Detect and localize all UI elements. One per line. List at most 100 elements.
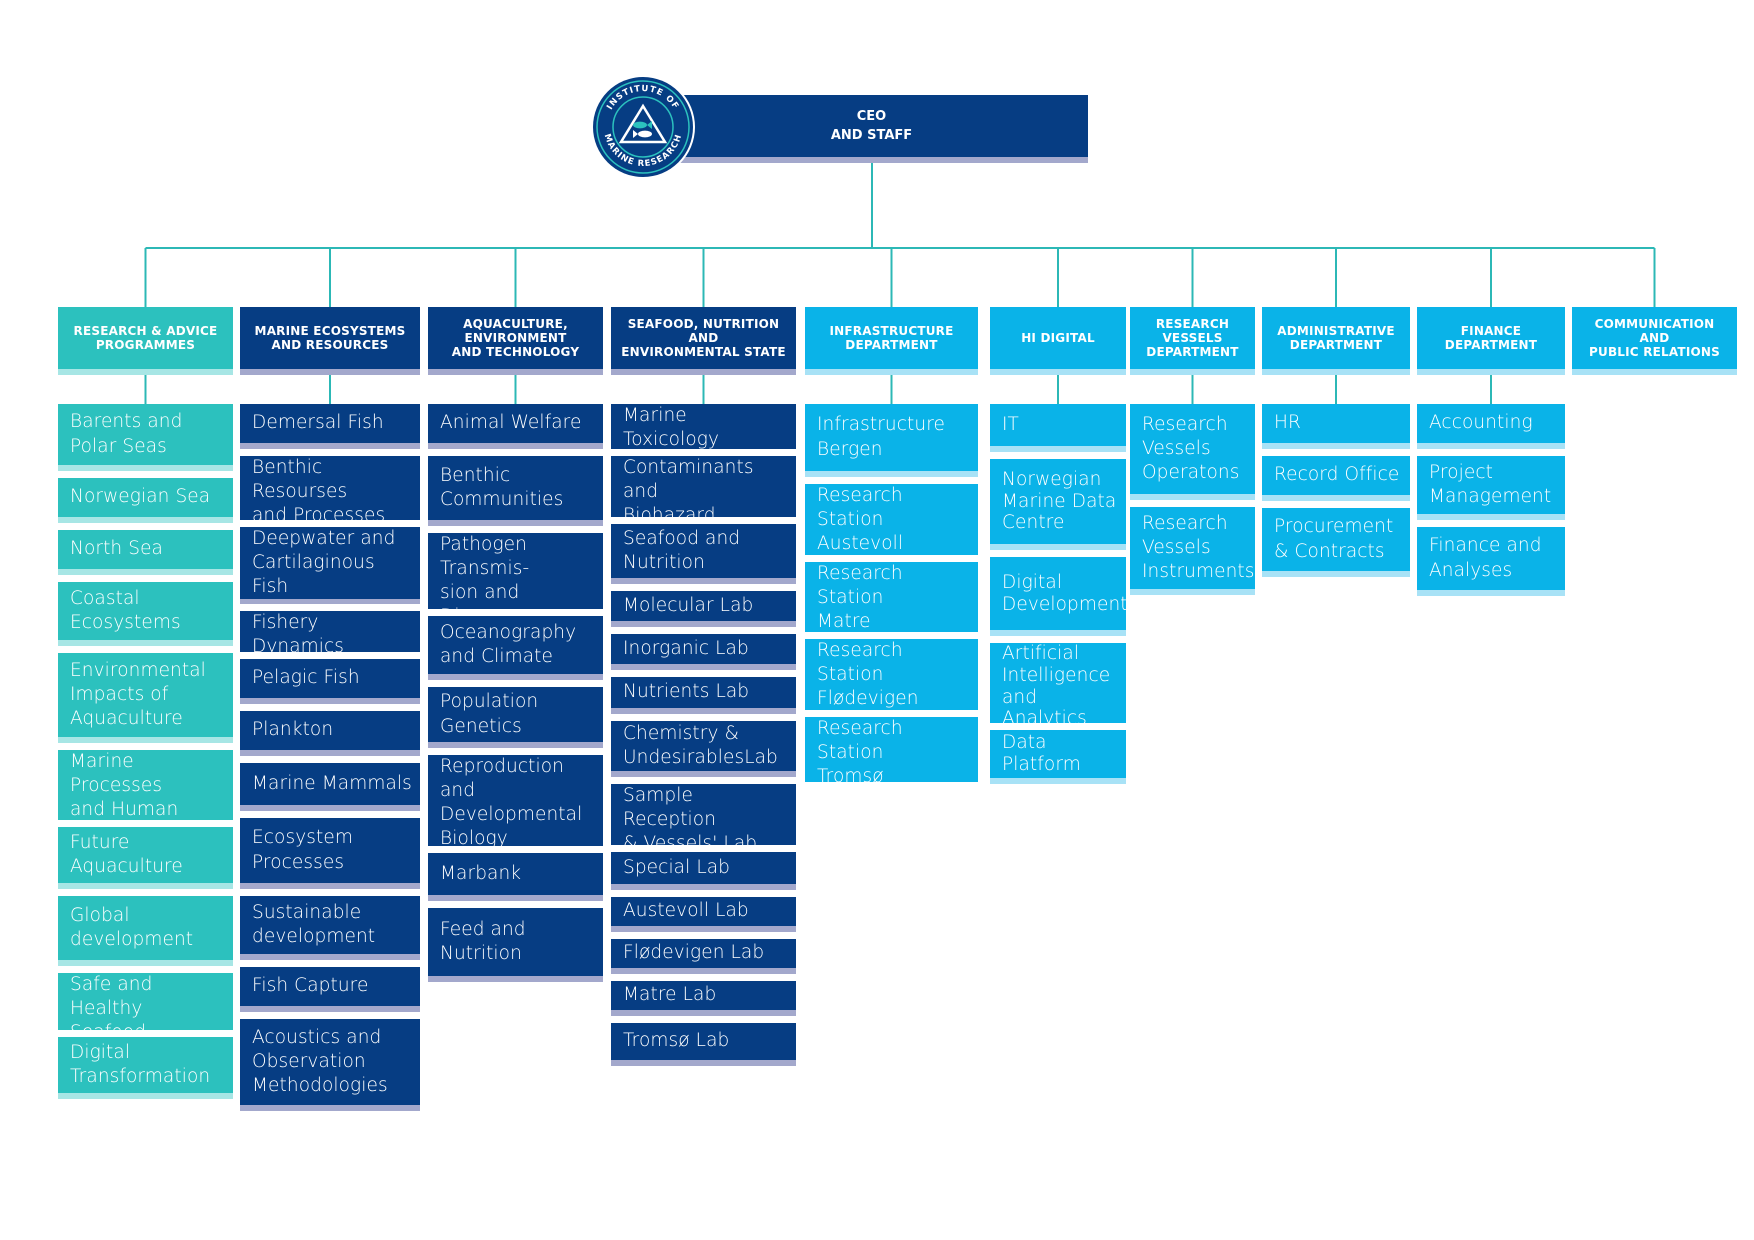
list-item[interactable]: Plankton	[240, 711, 420, 756]
list-item-label: Future Aquaculture	[70, 831, 183, 877]
list-item[interactable]: Marine Toxicology	[611, 404, 796, 449]
list-item[interactable]: HR	[1262, 404, 1410, 449]
list-item-label: Chemistry & UndesirablesLab	[623, 722, 778, 768]
list-item[interactable]: Sample Reception & Vessels' Lab	[611, 784, 796, 845]
list-item-label: Pelagic Fish	[252, 667, 360, 689]
list-item-label: Benthic Communities	[440, 464, 564, 510]
list-item[interactable]: Infrastructure Bergen	[805, 404, 978, 477]
list-item[interactable]: Global development	[58, 896, 233, 966]
list-item[interactable]: Nutrients Lab	[611, 677, 796, 714]
list-item[interactable]: Research Station Austevoll	[805, 484, 978, 555]
list-item-label: Digital Development	[1002, 571, 1126, 615]
list-item[interactable]: Barents and Polar Seas	[58, 404, 233, 471]
list-item-label: North Sea	[70, 538, 163, 560]
column-header-finance-department[interactable]: FINANCE DEPARTMENT	[1417, 307, 1565, 375]
list-item[interactable]: Norwegian Sea	[58, 478, 233, 523]
list-item[interactable]: Inorganic Lab	[611, 634, 796, 670]
list-item[interactable]: Project Management	[1417, 456, 1565, 520]
list-item[interactable]: Population Genetics	[428, 687, 603, 748]
list-item[interactable]: Austevoll Lab	[611, 897, 796, 932]
list-item[interactable]: Digital Transformation	[58, 1037, 233, 1099]
list-item-label: Reproduction and Developmental Biology	[440, 756, 583, 846]
list-item-label: Marbank	[440, 862, 522, 884]
list-item[interactable]: Environmental Impacts of Aquaculture	[58, 653, 233, 743]
list-item-label: Tromsø Lab	[623, 1030, 730, 1052]
list-item-label: Oceanography and Climate	[440, 621, 577, 667]
list-item-label: IT	[1002, 414, 1019, 436]
list-item[interactable]: Reproduction and Developmental Biology	[428, 755, 603, 846]
list-item-label: Austevoll Lab	[623, 900, 749, 922]
list-item-label: Feed and Nutrition	[440, 918, 526, 964]
list-item[interactable]: Marine Processes and Human Impact	[58, 750, 233, 820]
list-item-label: Global development	[70, 904, 194, 950]
list-item[interactable]: Digital Development	[990, 557, 1126, 636]
list-item-label: Marine Processes and Human Impact	[70, 751, 179, 820]
list-item[interactable]: Animal Welfare	[428, 404, 603, 449]
list-item[interactable]: Research Station Flødevigen	[805, 639, 978, 710]
list-item-label: Deepwater and Cartilaginous Fish	[252, 528, 396, 598]
list-item[interactable]: Molecular Lab	[611, 591, 796, 627]
list-item[interactable]: Pathogen Transmis- sion and Disease	[428, 533, 603, 609]
list-item[interactable]: Artificial Intelligence and Analytics	[990, 643, 1126, 723]
list-item[interactable]: Safe and Healthy Seafood	[58, 973, 233, 1030]
list-item[interactable]: Demersal Fish	[240, 404, 420, 449]
list-item[interactable]: Seafood and Nutrition	[611, 524, 796, 584]
list-item[interactable]: Pelagic Fish	[240, 659, 420, 704]
list-item-label: Norwegian Sea	[70, 486, 211, 508]
list-item[interactable]: Procurement & Contracts	[1262, 508, 1410, 577]
column-header-communication-and-public-relations[interactable]: COMMUNICATION AND PUBLIC RELATIONS	[1572, 307, 1737, 375]
list-item[interactable]: Research Vessels Operatons	[1130, 404, 1255, 500]
list-item[interactable]: Coastal Ecosystems	[58, 582, 233, 646]
column-header-hi-digital[interactable]: HI DIGITAL	[990, 307, 1126, 375]
list-item[interactable]: Fish Capture	[240, 967, 420, 1012]
list-item[interactable]: Marbank	[428, 853, 603, 901]
column-header-aquaculture-environment-and-technology[interactable]: AQUACULTURE, ENVIRONMENT AND TECHNOLOGY	[428, 307, 603, 375]
list-item[interactable]: Marine Mammals	[240, 763, 420, 811]
column-header-research-advice-programmes-label: RESEARCH & ADVICE PROGRAMMES	[73, 323, 218, 352]
list-item[interactable]: Data Platform	[990, 730, 1126, 784]
column-header-research-vessels-department[interactable]: RESEARCH VESSELS DEPARTMENT	[1130, 307, 1255, 375]
list-item[interactable]: Feed and Nutrition	[428, 908, 603, 982]
list-item[interactable]: Deepwater and Cartilaginous Fish	[240, 527, 420, 604]
list-item[interactable]: IT	[990, 404, 1126, 452]
list-item[interactable]: Research Vessels Instruments	[1130, 507, 1255, 595]
list-item-label: Flødevigen Lab	[623, 942, 765, 964]
list-item[interactable]: Norwegian Marine Data Centre	[990, 459, 1126, 550]
column-header-infrastructure-department-label: INFRASTRUCTURE DEPARTMENT	[829, 323, 954, 352]
list-item[interactable]: Chemistry & UndesirablesLab	[611, 721, 796, 777]
list-item[interactable]: Fishery Dynamics	[240, 611, 420, 652]
ceo-box[interactable]: CEO AND STAFF	[655, 95, 1088, 163]
list-item[interactable]: Matre Lab	[611, 981, 796, 1016]
list-item[interactable]: Ecosystem Processes	[240, 818, 420, 889]
list-item[interactable]: Future Aquaculture	[58, 827, 233, 889]
list-item[interactable]: Flødevigen Lab	[611, 939, 796, 974]
list-item-label: Research Station Tromsø	[817, 718, 903, 782]
list-item[interactable]: Research Station Tromsø	[805, 717, 978, 782]
list-item[interactable]: Tromsø Lab	[611, 1023, 796, 1066]
list-item[interactable]: Record Office	[1262, 456, 1410, 501]
list-item-label: Environmental Impacts of Aquaculture	[70, 659, 206, 730]
list-item-label: Inorganic Lab	[623, 637, 749, 659]
list-item[interactable]: Acoustics and Observation Methodologies	[240, 1019, 420, 1111]
column-header-administrative-department[interactable]: ADMINISTRATIVE DEPARTMENT	[1262, 307, 1410, 375]
list-item[interactable]: Contaminants and Biohazard	[611, 456, 796, 517]
list-item[interactable]: Accounting	[1417, 404, 1565, 449]
list-item[interactable]: Finance and Analyses	[1417, 527, 1565, 596]
list-item[interactable]: Benthic Resourses and Processes	[240, 456, 420, 520]
list-item[interactable]: Sustainable development	[240, 896, 420, 960]
column-header-seafood-nutrition-and-environmental-state[interactable]: SEAFOOD, NUTRITION AND ENVIRONMENTAL STA…	[611, 307, 796, 375]
list-item[interactable]: Oceanography and Climate	[428, 616, 603, 680]
list-item-label: Sustainable development	[252, 901, 376, 947]
list-item-label: Research Station Matre	[817, 563, 903, 632]
column-header-hi-digital-label: HI DIGITAL	[1021, 330, 1095, 345]
list-item-label: Ecosystem Processes	[252, 827, 353, 873]
list-item-label: Norwegian Marine Data Centre	[1002, 468, 1117, 534]
column-header-marine-ecosystems-and-resources[interactable]: MARINE ECOSYSTEMS AND RESOURCES	[240, 307, 420, 375]
list-item[interactable]: Research Station Matre	[805, 562, 978, 632]
list-item[interactable]: Special Lab	[611, 852, 796, 890]
list-item[interactable]: Benthic Communities	[428, 456, 603, 526]
list-item[interactable]: North Sea	[58, 530, 233, 575]
list-item-label: Marine Toxicology	[623, 405, 719, 449]
column-header-research-advice-programmes[interactable]: RESEARCH & ADVICE PROGRAMMES	[58, 307, 233, 375]
column-header-infrastructure-department[interactable]: INFRASTRUCTURE DEPARTMENT	[805, 307, 978, 375]
